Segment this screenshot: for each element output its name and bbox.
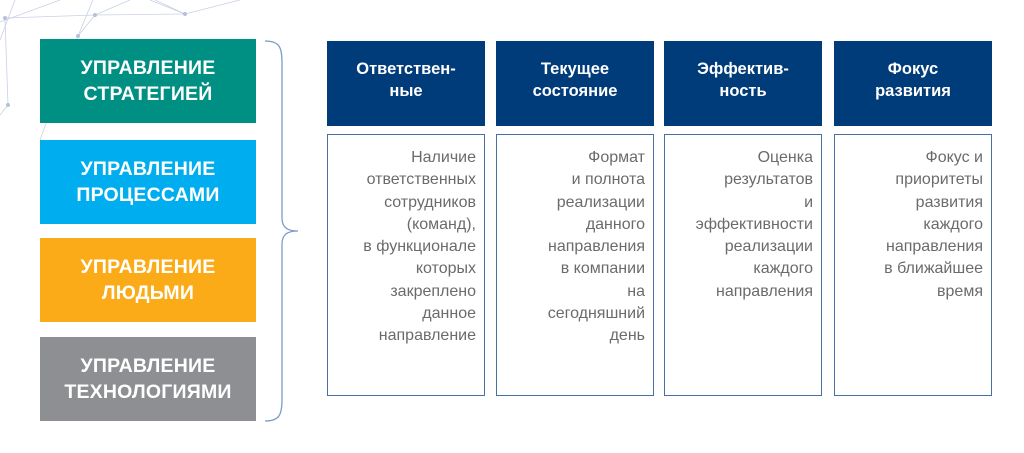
column-body-efficiency: Оценка результатов и эффективности реали… [664,134,822,396]
column-header-efficiency: Эффектив- ность [664,41,822,126]
category-process-management: УПРАВЛЕНИЕ ПРОЦЕССАМИ [40,140,256,224]
column-header-responsible: Ответствен- ные [327,41,485,126]
category-strategy-management: УПРАВЛЕНИЕ СТРАТЕГИЕЙ [40,39,256,123]
column-header-development-focus: Фокус развития [834,41,992,126]
column-body-responsible: Наличие ответственных сотрудников (коман… [327,134,485,396]
category-technology-management: УПРАВЛЕНИЕ ТЕХНОЛОГИЯМИ [40,337,256,421]
category-people-management: УПРАВЛЕНИЕ ЛЮДЬМИ [40,238,256,322]
column-body-current-state: Формат и полнота реализации данного напр… [496,134,654,396]
column-header-current-state: Текущее состояние [496,41,654,126]
curly-brace-connector [264,40,299,422]
column-body-development-focus: Фокус и приоритеты развития каждого напр… [834,134,992,396]
